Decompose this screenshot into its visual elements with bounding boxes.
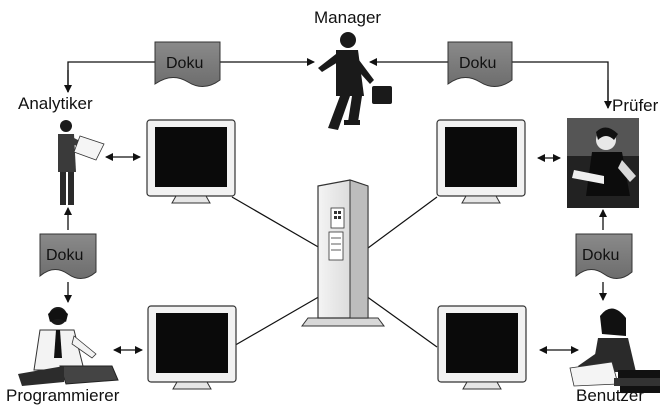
user-figure xyxy=(569,308,660,393)
doc-top-left-label: Doku xyxy=(166,55,203,72)
flow-arrows xyxy=(64,58,612,354)
monitor-top-right xyxy=(436,119,526,204)
role-label-analyst: Analytiker xyxy=(18,94,93,113)
role-label-checker: Prüfer xyxy=(612,96,659,115)
role-label-manager: Manager xyxy=(314,8,382,27)
programmer-figure xyxy=(18,307,119,386)
analyst-figure xyxy=(58,120,105,205)
monitor-bottom-right xyxy=(437,305,527,390)
doc-right-label: Doku xyxy=(582,247,619,264)
doc-top-right: Doku xyxy=(447,41,513,87)
monitor-top-left xyxy=(146,119,236,204)
server-icon xyxy=(301,179,385,327)
doc-left: Doku xyxy=(39,233,97,279)
checker-figure xyxy=(567,118,639,208)
network-lines xyxy=(231,196,438,348)
monitor-bottom-left xyxy=(147,305,237,390)
doc-left-label: Doku xyxy=(46,247,83,264)
doc-top-left: Doku xyxy=(154,41,221,87)
role-label-programmer: Programmierer xyxy=(6,386,120,405)
role-label-user: Benutzer xyxy=(576,386,645,405)
doc-right: Doku xyxy=(575,233,633,279)
doc-top-right-label: Doku xyxy=(459,55,496,72)
manager-figure xyxy=(318,32,392,130)
